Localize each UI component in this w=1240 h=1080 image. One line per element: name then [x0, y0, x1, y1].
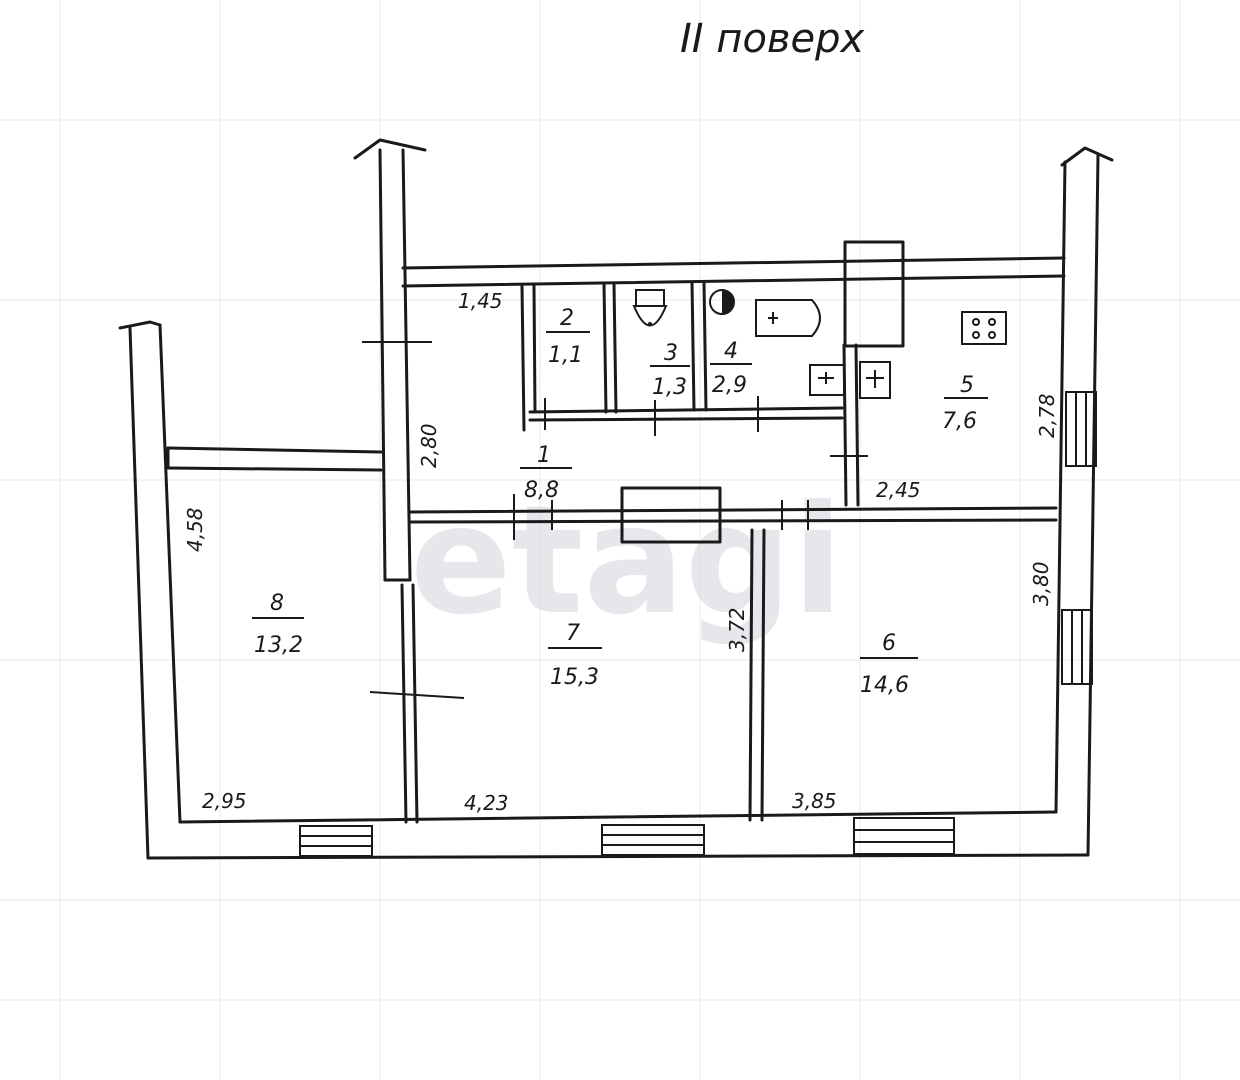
room-4-area: 2,9: [712, 373, 747, 398]
room-8-area: 13,2: [254, 633, 303, 658]
room-3-area: 1,3: [652, 375, 687, 400]
bathtub-icon: [755, 299, 821, 337]
room-6-label: 6 14,6: [860, 631, 918, 698]
sink-icon: [809, 364, 845, 396]
room-2-number: 2: [560, 306, 574, 331]
interior-walls: [400, 240, 1058, 824]
dimension-278: 2,78: [1035, 393, 1059, 438]
room-4-number: 4: [724, 339, 738, 364]
door-marks: [362, 341, 868, 699]
dimension-280: 2,80: [417, 423, 441, 468]
room-4-label: 4 2,9: [710, 339, 752, 398]
room-2-label: 2 1,1: [546, 306, 590, 368]
window-bottom-3: [853, 817, 955, 855]
room-5-area: 7,6: [942, 409, 977, 434]
room-8-label: 8 13,2: [252, 591, 304, 658]
room-5-label: 5 7,6: [942, 373, 988, 434]
room-1-area: 8,8: [524, 478, 559, 503]
room-7-number: 7: [566, 621, 580, 646]
room-6-area: 14,6: [860, 673, 909, 698]
watermark: etagi: [410, 474, 843, 648]
exterior-walls: [118, 138, 1114, 860]
room-7-label: 7 15,3: [548, 621, 602, 690]
windows: [299, 391, 1097, 857]
room-labels: 1 8,8 2 1,1 3 1,3 4 2,9 5 7,6 6 14,6: [252, 306, 988, 698]
room-3-number: 3: [664, 341, 678, 366]
dimension-245: 2,45: [876, 478, 921, 502]
dimension-labels: 1,45 2,80 2,78 2,45 4,58 3,72 3,80 2,9 5 …: [183, 289, 1059, 815]
dimension-372: 3,72: [725, 607, 749, 652]
fixtures: [632, 289, 1007, 399]
window-bottom-2: [601, 824, 705, 856]
window-right-2: [1061, 609, 1093, 685]
window-right-1: [1065, 391, 1097, 467]
room-1-label: 1 8,8: [520, 443, 572, 503]
dimension-295: 2,95: [202, 789, 247, 813]
window-bottom-1: [299, 825, 373, 857]
room-7-area: 15,3: [550, 665, 599, 690]
room-2-area: 1,1: [548, 343, 583, 368]
kitchen-sink-icon: [859, 361, 891, 399]
dimension-380: 3,80: [1029, 561, 1053, 606]
stove-icon: [961, 311, 1007, 345]
boiler-icon: [709, 289, 735, 315]
dimension-423: 4,23: [464, 791, 509, 815]
page-title: II поверх: [680, 16, 865, 62]
room-3-label: 3 1,3: [650, 341, 690, 400]
toilet-icon: [632, 289, 668, 327]
dimension-458: 4,58: [183, 507, 207, 552]
dimension-385: 3,85: [792, 789, 837, 813]
dimension-145: 1,45: [458, 289, 503, 313]
room-8-number: 8: [270, 591, 284, 616]
room-5-number: 5: [960, 373, 974, 398]
room-6-number: 6: [882, 631, 896, 656]
room-1-number: 1: [537, 443, 551, 468]
